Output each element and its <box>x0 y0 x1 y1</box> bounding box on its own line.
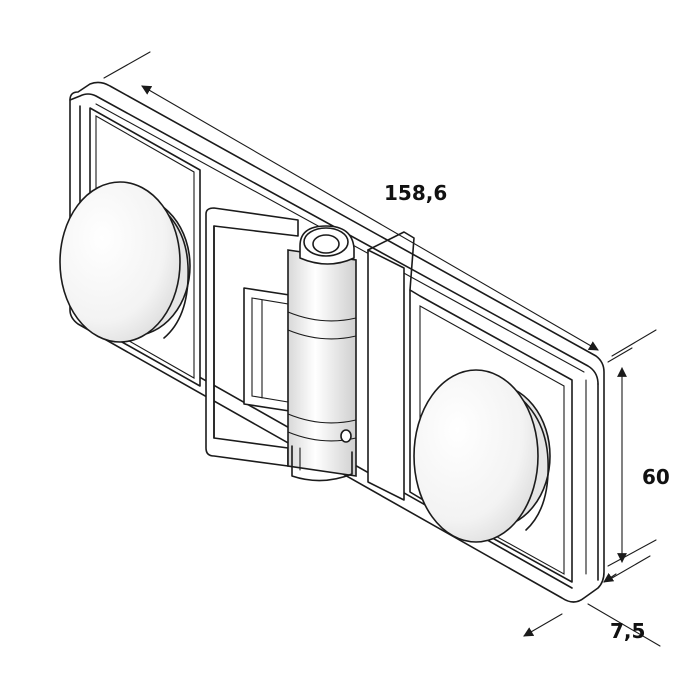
dimension-length-label: 158,6 <box>384 181 447 205</box>
right-knob <box>413 369 551 543</box>
dimension-thickness: 7,5 <box>523 555 661 647</box>
dimension-length: 158,6 <box>103 51 657 357</box>
dimension-thickness-label: 7,5 <box>610 619 645 643</box>
dimension-height-label: 60 <box>642 465 670 489</box>
dimension-height: 60 <box>607 347 670 567</box>
hinge-barrel <box>287 225 357 482</box>
